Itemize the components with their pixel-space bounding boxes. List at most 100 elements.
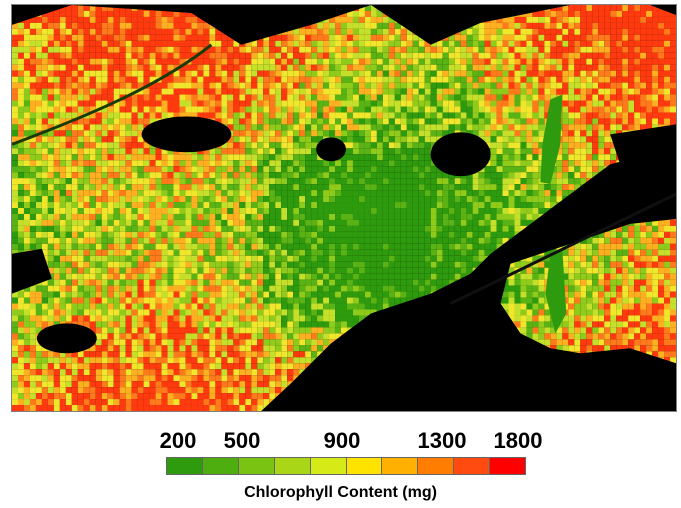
map-pixel <box>454 243 461 250</box>
map-pixel <box>472 249 479 256</box>
map-pixel <box>29 225 36 232</box>
map-pixel <box>161 52 168 59</box>
map-pixel <box>418 202 425 208</box>
map-pixel <box>197 34 204 41</box>
map-pixel <box>53 249 60 256</box>
map-pixel <box>478 88 485 95</box>
map-pixel <box>484 213 491 220</box>
map-pixel <box>646 52 653 59</box>
map-pixel <box>191 160 198 167</box>
map-pixel <box>544 64 551 71</box>
map-pixel <box>370 178 377 185</box>
map-pixel <box>604 160 611 167</box>
map-pixel <box>59 130 66 137</box>
map-pixel <box>221 225 228 232</box>
map-pixel <box>640 70 647 77</box>
map-pixel <box>598 76 605 83</box>
map-pixel <box>580 178 587 185</box>
map-pixel <box>526 100 533 107</box>
map-pixel <box>628 70 635 77</box>
map-pixel <box>65 82 72 89</box>
map-pixel <box>137 16 144 23</box>
map-pixel <box>400 28 407 35</box>
map-pixel <box>442 172 449 179</box>
map-pixel <box>161 243 168 250</box>
map-pixel <box>263 118 270 125</box>
map-pixel <box>514 166 521 173</box>
map-pixel <box>502 130 509 137</box>
map-pixel <box>299 208 306 214</box>
map-pixel <box>472 106 479 113</box>
map-pixel <box>47 76 54 83</box>
map-pixel <box>17 202 24 208</box>
map-pixel <box>652 58 659 65</box>
map-pixel <box>634 88 641 95</box>
map-pixel <box>293 196 300 203</box>
map-pixel <box>83 208 90 214</box>
map-pixel <box>490 88 497 95</box>
map-pixel <box>119 172 126 179</box>
map-pixel <box>89 148 96 155</box>
map-pixel <box>275 76 282 83</box>
map-pixel <box>149 82 156 89</box>
map-pixel <box>562 5 569 11</box>
map-pixel <box>436 237 443 244</box>
map-pixel <box>29 40 36 47</box>
map-pixel <box>143 106 150 113</box>
map-pixel <box>424 231 431 238</box>
map-pixel <box>161 106 168 113</box>
map-pixel <box>652 237 659 244</box>
map-pixel <box>107 136 114 143</box>
map-pixel <box>41 190 48 197</box>
map-pixel <box>574 58 581 65</box>
map-pixel <box>496 130 503 137</box>
map-pixel <box>53 148 60 155</box>
map-pixel <box>329 255 336 262</box>
map-pixel <box>670 64 676 71</box>
map-pixel <box>113 28 120 35</box>
map-pixel <box>400 64 407 71</box>
map-pixel <box>311 142 318 149</box>
map-pixel <box>622 40 629 47</box>
map-pixel <box>269 112 276 119</box>
map-pixel <box>89 106 96 113</box>
map-pixel <box>107 267 114 274</box>
map-pixel <box>143 154 150 161</box>
map-pixel <box>496 172 503 179</box>
map-pixel <box>580 28 587 35</box>
map-pixel <box>65 225 72 232</box>
map-pixel <box>592 34 599 41</box>
map-pixel <box>305 243 312 250</box>
map-pixel <box>59 243 66 250</box>
map-pixel <box>269 142 276 149</box>
map-pixel <box>364 261 371 268</box>
map-pixel <box>424 255 431 262</box>
map-pixel <box>520 124 527 131</box>
map-pixel <box>568 166 575 173</box>
map-pixel <box>454 190 461 197</box>
map-pixel <box>658 106 665 113</box>
map-pixel <box>263 172 270 179</box>
map-pixel <box>454 124 461 131</box>
map-pixel <box>239 261 246 268</box>
map-pixel <box>317 112 324 119</box>
map-pixel <box>89 267 96 274</box>
map-pixel <box>544 255 551 262</box>
map-pixel <box>496 231 503 238</box>
map-pixel <box>442 196 449 203</box>
map-pixel <box>185 202 192 208</box>
map-pixel <box>257 130 264 137</box>
map-pixel <box>442 46 449 53</box>
map-pixel <box>293 70 300 77</box>
map-pixel <box>616 249 623 256</box>
map-pixel <box>185 34 192 41</box>
map-pixel <box>370 213 377 220</box>
map-pixel <box>287 190 294 197</box>
map-pixel <box>59 136 66 143</box>
map-pixel <box>335 255 342 262</box>
map-pixel <box>299 249 306 256</box>
map-pixel <box>77 160 84 167</box>
map-pixel <box>155 184 162 191</box>
map-pixel <box>263 58 270 65</box>
map-pixel <box>269 202 276 208</box>
